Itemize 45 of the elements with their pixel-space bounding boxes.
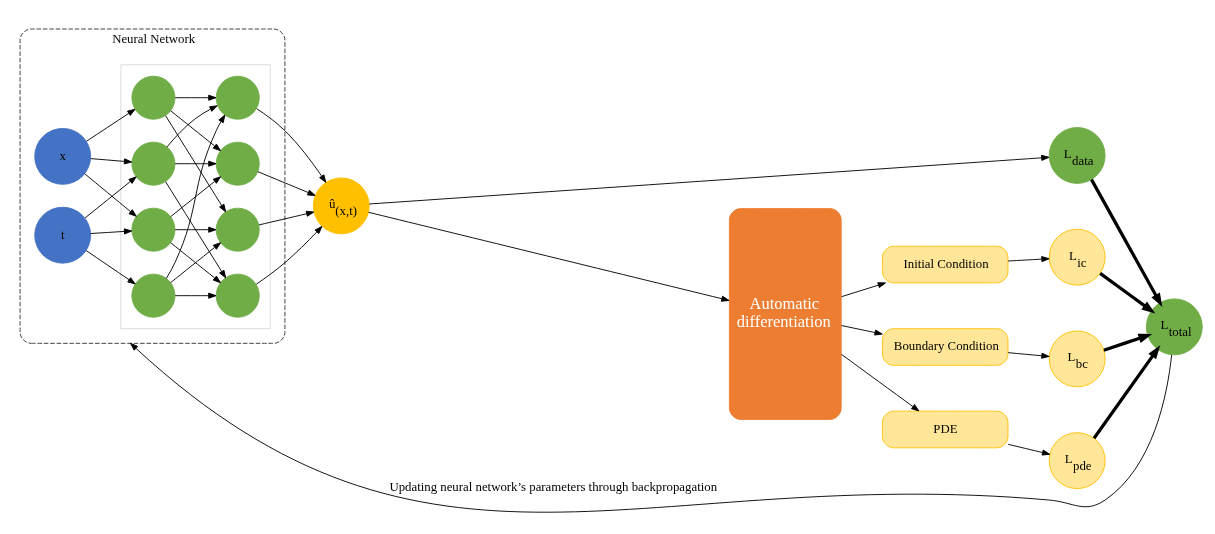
node-circle [215, 75, 260, 120]
arrow [1099, 272, 1156, 314]
arrow [174, 160, 217, 167]
arrow [86, 108, 136, 142]
node-circle [131, 207, 176, 252]
node-circle: t [34, 206, 92, 264]
arrow [841, 282, 886, 298]
arrow [165, 115, 227, 213]
arrow [174, 94, 217, 101]
arrow [165, 181, 227, 279]
arrow [258, 210, 315, 226]
node-circle [215, 207, 260, 252]
node-circle [131, 273, 176, 318]
arrow [170, 176, 221, 218]
arrow [1007, 352, 1050, 359]
arrow [170, 242, 221, 284]
arrow [368, 211, 730, 302]
arrow [1007, 256, 1050, 263]
arrow [841, 353, 920, 412]
arrow [257, 171, 316, 196]
edge-label: Updating neural network’s parameters through backpropagation [389, 480, 718, 495]
node-box: Automatic differentiation [728, 208, 842, 420]
arrow [1090, 178, 1163, 307]
arrow [256, 108, 327, 183]
arrow [255, 226, 323, 285]
node-circle [131, 75, 176, 120]
node-box: Initial Condition [881, 245, 1009, 284]
arrow [1103, 333, 1153, 352]
node-circle: x [34, 127, 92, 185]
node-box: Boundary Condition [881, 328, 1009, 366]
node-circle [215, 141, 260, 186]
arrow [85, 250, 136, 285]
arrow [90, 158, 133, 165]
arrow [1092, 345, 1161, 440]
arrow [165, 114, 226, 279]
arrow [841, 325, 883, 336]
arrow [174, 292, 217, 299]
arrow [1007, 443, 1051, 456]
node-circle [131, 141, 176, 186]
arrow [174, 226, 217, 233]
arrow [368, 154, 1050, 205]
node-circle [215, 273, 260, 318]
arrow [90, 228, 133, 235]
arrow [130, 342, 1173, 513]
node-box: PDE [881, 410, 1009, 449]
